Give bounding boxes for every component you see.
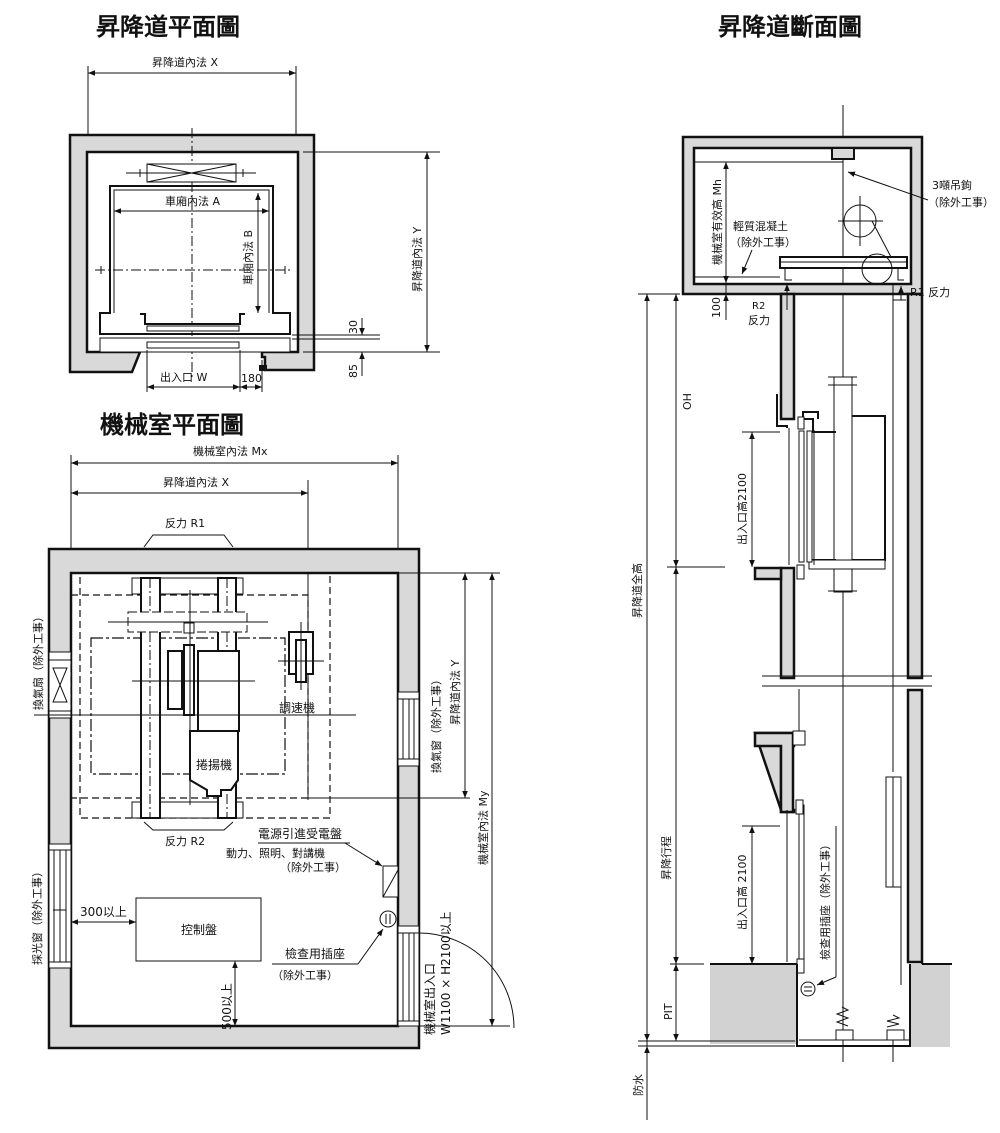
exhaust-fan-icon <box>52 667 68 703</box>
dim-room-x: 昇降道內法 X <box>163 475 229 489</box>
label-power-panel-desc: 動力、照明、對講機 <box>226 846 325 860</box>
dim-entrance-w: 出入口 W <box>160 370 207 384</box>
label-hoist-hook-note: （除外工事） <box>928 195 994 209</box>
dim-room-my: 機械室內法 My <box>476 790 490 865</box>
label-inspection-outlet: 檢查用插座 <box>285 946 345 961</box>
label-room-entrance: 機械室出入口 <box>422 963 437 1035</box>
label-pit: PIT <box>662 1003 675 1020</box>
title-machine-room-plan: 機械室平面圖 <box>100 411 244 439</box>
label-inspection-outlet-note: （除外工事） <box>272 968 338 982</box>
label-r2-a: R2 <box>752 301 765 312</box>
label-light-concrete: 輕質混凝土 <box>733 219 788 233</box>
label-room-entrance-size: W1100 × H2100以上 <box>439 911 453 1035</box>
label-vent-window: 換氣窗（除外工事） <box>429 674 443 773</box>
hoistway-wall <box>68 133 316 374</box>
label-door-height-lower: 出入口高 2100 <box>735 855 749 931</box>
dim-car-b: 車廂內法 B <box>241 230 255 285</box>
label-r1: R1 反力 <box>910 286 950 299</box>
dim-hoistway-x: 昇降道內法 X <box>152 55 218 69</box>
machine-room-plan: 機械室內法 Mx 昇降道內法 X 反力 R1 <box>30 444 515 1050</box>
dim-car-a: 車廂內法 A <box>165 194 220 208</box>
label-effective-height-mh: 機械室有效高 Mh <box>710 179 724 265</box>
label-door-height-upper: 出入口高2100 <box>735 473 749 545</box>
label-traction-machine: 捲揚機 <box>196 757 232 772</box>
label-clearance-300: 300以上 <box>80 905 127 919</box>
dim-room-mx: 機械室內法 Mx <box>193 444 268 458</box>
label-power-panel-note: （除外工事） <box>280 860 346 874</box>
label-reaction-r2: 反力 R2 <box>165 835 205 848</box>
dim-180: 180 <box>241 372 262 385</box>
dim-85: 85 <box>347 364 360 378</box>
dim-30: 30 <box>347 320 360 334</box>
pit-outlet-icon <box>800 981 816 997</box>
hoistway-plan: 昇降道內法 X 車廂內法 A 車廂內法 B 昇降道內法 Y <box>68 55 440 392</box>
title-hoistway-section: 昇降道斷面圖 <box>718 13 862 41</box>
label-waterproof: 防水 <box>631 1074 645 1096</box>
dim-room-y: 昇降道內法 Y <box>448 660 462 725</box>
label-reaction-r1: 反力 R1 <box>165 517 205 530</box>
outlet-icon <box>379 910 397 928</box>
label-governor: 調速機 <box>279 700 315 715</box>
label-power-panel: 電源引進受電盤 <box>258 827 342 841</box>
label-clearance-500: 500以上 <box>220 983 234 1030</box>
hoistway-section: 檢查用插座（除外工事） 3噸吊鉤 （除外工事） 輕質混凝土 （除外工事） 機械室… <box>630 105 994 1120</box>
label-total-height: 昇降道全高 <box>630 563 644 618</box>
label-hoist-hook: 3噸吊鉤 <box>932 178 972 192</box>
title-hoistway-plan: 昇降道平面圖 <box>96 13 240 41</box>
label-control-panel: 控制盤 <box>181 923 217 937</box>
label-light-concrete-note: （除外工事） <box>730 235 796 249</box>
label-overhead: OH <box>681 393 694 410</box>
label-exhaust-fan: 換氣扇（除外工事） <box>31 611 45 710</box>
label-skylight-window: 採光窗（除外工事） <box>30 866 44 965</box>
control-panel-box <box>135 897 262 962</box>
label-r2-b: 反力 <box>748 314 770 327</box>
dim-100: 100 <box>710 297 723 318</box>
dim-hoistway-y: 昇降道內法 Y <box>410 227 424 292</box>
label-travel: 昇降行程 <box>659 836 673 880</box>
door-swing <box>418 932 515 1029</box>
label-section-inspection-outlet: 檢查用插座（除外工事） <box>818 839 832 960</box>
